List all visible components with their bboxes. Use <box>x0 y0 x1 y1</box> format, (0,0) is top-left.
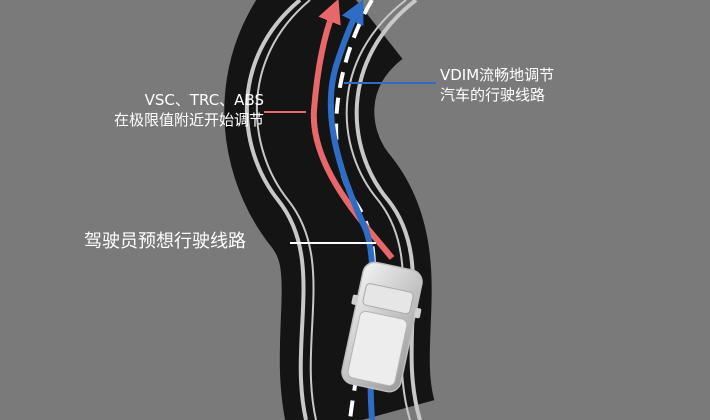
vdim-line1: VDIM流畅地调节 <box>440 66 555 84</box>
road-edge-left <box>245 0 308 420</box>
abs-line2: 在极限值附近开始调节 <box>113 111 264 129</box>
vehicle <box>341 261 423 393</box>
driver-path-label: 驾驶员预想行驶线路 <box>84 231 246 252</box>
abs-line1: VSC、TRC、ABS <box>144 91 264 109</box>
abs-annotation: VSC、TRC、ABS 在极限值附近开始调节 <box>64 90 264 130</box>
road-edge-right <box>354 0 422 420</box>
vdim-annotation: VDIM流畅地调节 汽车的行驶线路 <box>440 65 554 105</box>
vdim-line2: 汽车的行驶线路 <box>440 86 546 104</box>
road-edge-left-inner <box>256 0 317 420</box>
